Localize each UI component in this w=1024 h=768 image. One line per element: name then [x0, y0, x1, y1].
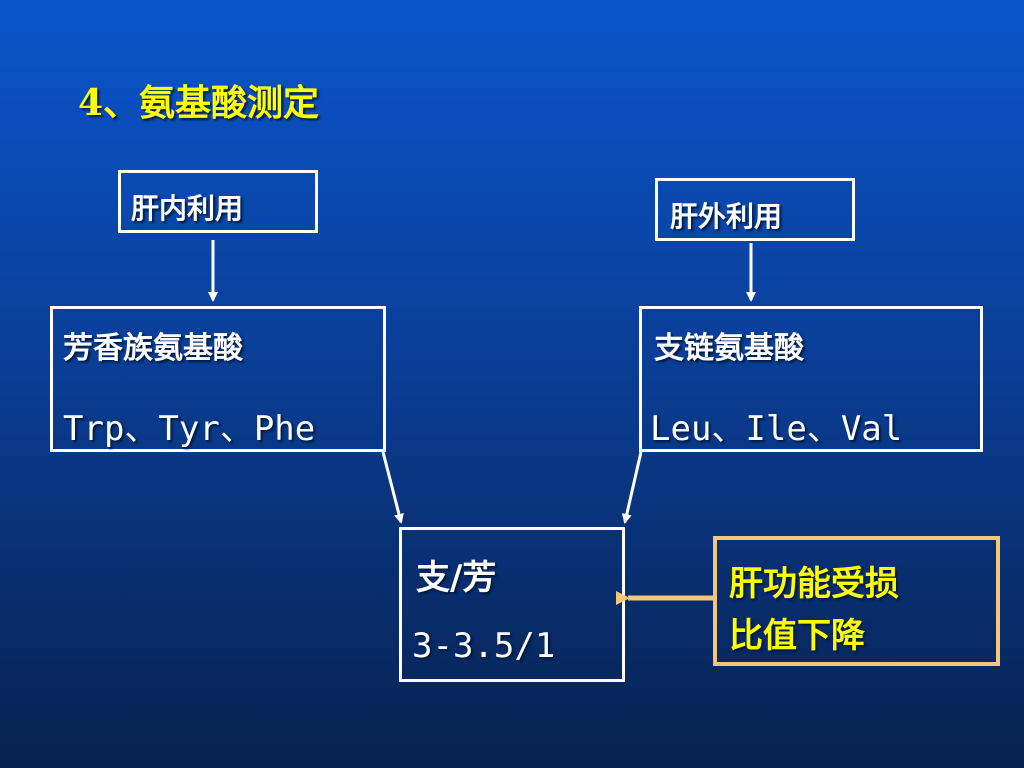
liver-external-box: 肝外利用	[655, 178, 855, 241]
arrow-branched-to-ratio	[621, 451, 643, 524]
arrow-aromatic-to-ratio	[381, 451, 404, 524]
ratio-label: 支/芳	[416, 558, 497, 598]
liver-external-label: 肝外利用	[670, 200, 783, 233]
aromatic-amino-acid-name: 芳香族氨基酸	[63, 331, 243, 366]
aromatic-amino-acid-examples: Trp、Tyr、Phe	[63, 409, 316, 449]
branched-amino-acid-name: 支链氨基酸	[654, 331, 804, 366]
branched-amino-acid-examples: Leu、Ile、Val	[650, 409, 903, 449]
liver-damage-line2: 比值下降	[729, 616, 865, 656]
ratio-value: 3-3.5/1	[412, 626, 556, 666]
ratio-box: 支/芳 3-3.5/1	[399, 527, 625, 682]
liver-internal-box: 肝内利用	[118, 170, 318, 233]
slide-title: 4、氨基酸测定	[78, 82, 320, 124]
liver-internal-label: 肝内利用	[131, 192, 244, 225]
branched-amino-acid-box: 支链氨基酸 Leu、Ile、Val	[639, 306, 983, 452]
aromatic-amino-acid-box: 芳香族氨基酸 Trp、Tyr、Phe	[50, 306, 386, 452]
liver-damage-box: 肝功能受损 比值下降	[713, 536, 1000, 666]
liver-damage-line1: 肝功能受损	[729, 564, 899, 604]
